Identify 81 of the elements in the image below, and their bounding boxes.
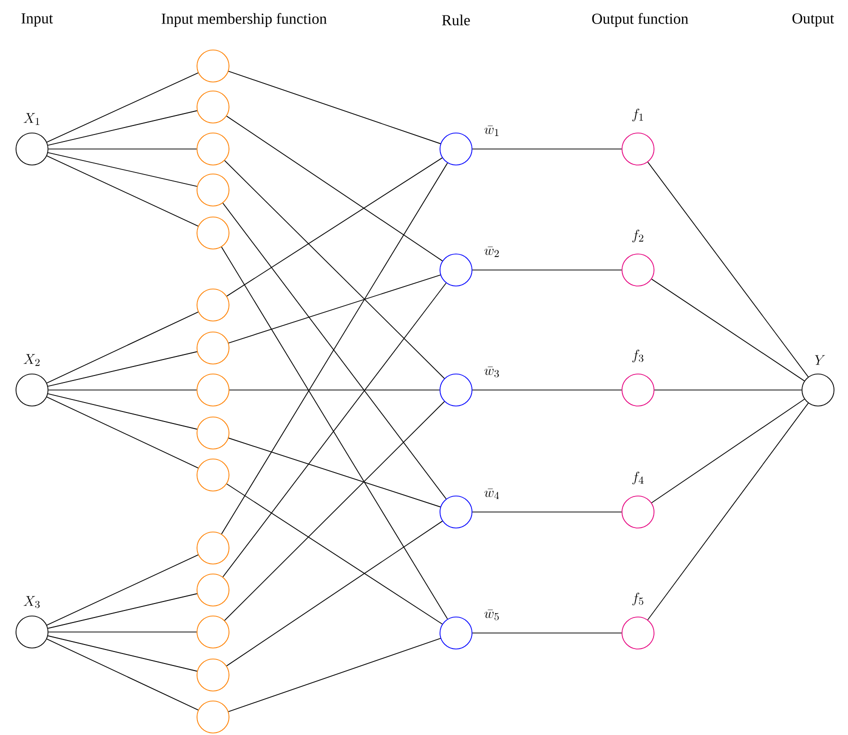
output-function-node: $f_1$ <box>622 108 654 166</box>
rule-node: $\bar{w}_3$ <box>440 366 499 406</box>
node-label: $\bar{w}_1$ <box>484 126 498 136</box>
connection-line <box>228 638 441 712</box>
connection-line <box>48 635 198 672</box>
membership-node <box>196 532 230 564</box>
input-node: $X_2$ <box>16 354 48 406</box>
connection-line <box>48 593 198 629</box>
membership-node <box>196 700 230 734</box>
connection-line <box>46 638 199 710</box>
connection-line <box>46 396 199 468</box>
connection-line <box>46 156 199 226</box>
connection-line <box>48 351 198 387</box>
node-label: $f_2$ <box>632 230 644 242</box>
membership-node <box>196 332 230 364</box>
node-label: $f_3$ <box>632 350 644 362</box>
column-heading: Rule <box>442 14 470 26</box>
node-label: $\bar{w}_4$ <box>484 488 500 500</box>
connection-line <box>224 401 445 621</box>
membership-node <box>196 616 230 648</box>
connection-line <box>651 398 805 504</box>
output-function-node: $f_2$ <box>622 230 654 286</box>
connection-line <box>221 246 448 620</box>
connection-line <box>228 70 441 144</box>
rule-node: $\bar{w}_2$ <box>440 246 499 286</box>
output-function-node: $f_4$ <box>622 472 654 528</box>
membership-node <box>196 132 230 166</box>
connection-line <box>221 162 448 534</box>
connection-line <box>472 148 622 150</box>
connection-line <box>472 632 622 634</box>
node-label: $X_3$ <box>24 596 40 608</box>
output-function-node: $f_5$ <box>622 592 654 650</box>
connection-line <box>46 72 198 143</box>
node-label: $f_4$ <box>632 472 644 484</box>
connection-line <box>48 148 197 150</box>
input-node: $X_3$ <box>16 596 48 648</box>
rule-node: $\bar{w}_1$ <box>440 126 498 166</box>
rule-node: $\bar{w}_4$ <box>440 488 500 528</box>
rule-node: $\bar{w}_5$ <box>440 610 499 650</box>
connection-line <box>647 162 809 378</box>
connection-line <box>226 484 443 624</box>
membership-node <box>196 574 230 606</box>
connection-line <box>226 116 443 262</box>
node-label: $\bar{w}_2$ <box>484 246 499 258</box>
connection-line <box>46 554 199 626</box>
column-heading: Input <box>21 13 53 27</box>
membership-node <box>196 50 230 82</box>
connection-line <box>224 160 445 379</box>
membership-node <box>196 90 230 124</box>
connection-line <box>222 282 446 578</box>
connection-line <box>228 274 441 344</box>
column-heading: Input membership function <box>162 13 327 27</box>
membership-node <box>196 174 230 206</box>
node-label: $\bar{w}_3$ <box>484 366 499 378</box>
connection-line <box>48 152 198 187</box>
node-label: $X_1$ <box>24 113 40 125</box>
node-label: $f_5$ <box>632 592 644 606</box>
input-node: $X_1$ <box>16 113 48 166</box>
membership-node <box>196 416 230 450</box>
membership-node <box>196 374 230 406</box>
connection-line <box>48 393 198 430</box>
connection-line <box>226 520 443 666</box>
connection-line <box>222 202 447 500</box>
membership-node <box>196 288 230 322</box>
membership-node <box>196 458 230 492</box>
connection-line <box>48 110 198 146</box>
column-heading: Output <box>792 13 834 27</box>
node-label: $f_1$ <box>632 108 643 122</box>
connection-line <box>228 438 441 508</box>
connection-line <box>647 402 809 620</box>
node-label: $\bar{w}_5$ <box>484 610 499 620</box>
column-heading: Output function <box>592 13 688 27</box>
output-function-node: $f_3$ <box>622 350 654 406</box>
connection-line <box>651 278 805 382</box>
membership-node <box>196 216 230 250</box>
connection-line <box>46 312 199 384</box>
connection-line <box>226 157 443 297</box>
node-label: $X_2$ <box>24 354 40 366</box>
membership-node <box>196 658 230 692</box>
output-node: $Y$ <box>802 355 834 406</box>
node-label: $Y$ <box>814 355 825 365</box>
